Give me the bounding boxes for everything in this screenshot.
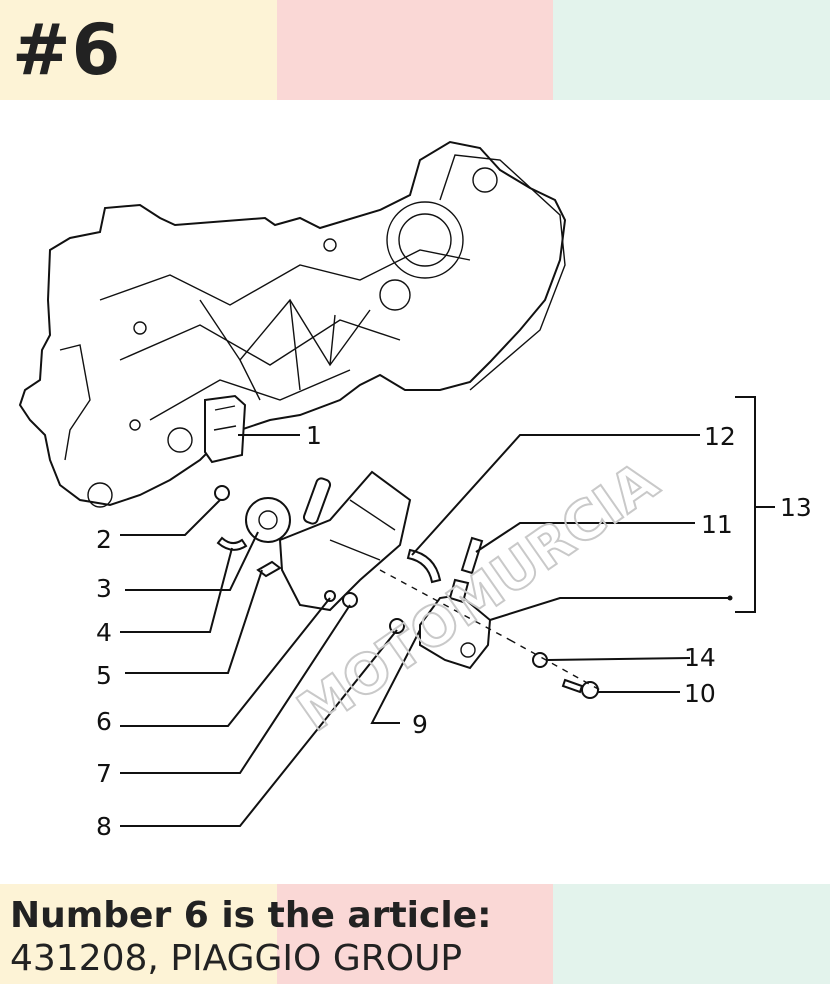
pump-cover <box>278 470 412 612</box>
header-band-pink <box>277 0 553 100</box>
callout-4: 4 <box>96 618 112 647</box>
caption-heading: Number 6 is the article: <box>10 895 492 936</box>
part-2-nut <box>214 485 230 501</box>
part-4-clip <box>216 536 248 551</box>
footer-band-yellow <box>0 884 277 984</box>
crankcase-drawing <box>18 140 567 508</box>
leader-lines <box>120 396 775 827</box>
callout-12: 12 <box>704 422 736 451</box>
caption-article: 431208, PIAGGIO GROUP <box>10 938 463 979</box>
callout-6: 6 <box>96 707 112 736</box>
callout-7: 7 <box>96 759 112 788</box>
part-8-bolt <box>389 618 405 634</box>
callout-9: 9 <box>412 710 428 739</box>
callout-5: 5 <box>96 661 112 690</box>
part-14-washer <box>532 652 548 668</box>
callout-11: 11 <box>701 510 733 539</box>
article-caption: Number 6 is the article: 431208, PIAGGIO… <box>10 894 492 980</box>
callout-8: 8 <box>96 812 112 841</box>
footer-band <box>0 884 830 984</box>
part-3-gear <box>245 497 291 543</box>
part-13-pump-body <box>419 578 492 670</box>
callout-14: 14 <box>684 643 716 672</box>
header-band-yellow <box>0 0 277 100</box>
callout-13: 13 <box>780 493 812 522</box>
part-10-bolt <box>561 678 599 699</box>
callout-10: 10 <box>684 679 716 708</box>
part-12-oring <box>406 548 442 584</box>
part-11-pipe <box>460 536 484 575</box>
footer-band-pink <box>277 884 553 984</box>
part-5-pin <box>256 560 282 578</box>
footer-band-green <box>553 884 830 984</box>
part-6-washer <box>324 590 336 602</box>
header-band-green <box>553 0 830 100</box>
diagram-svg: MOTOMURCIA 1 2 3 4 5 6 7 8 9 10 11 12 13… <box>18 140 812 841</box>
item-number-badge: #6 <box>12 9 122 91</box>
callout-1: 1 <box>306 421 322 450</box>
callout-2: 2 <box>96 525 112 554</box>
callout-3: 3 <box>96 574 112 603</box>
part-1-pad <box>204 394 247 464</box>
exploded-parts-diagram: MOTOMURCIA 1 2 3 4 5 6 7 8 9 10 11 12 13… <box>0 100 830 884</box>
header-band <box>0 0 830 100</box>
part-7-seal <box>342 592 358 608</box>
